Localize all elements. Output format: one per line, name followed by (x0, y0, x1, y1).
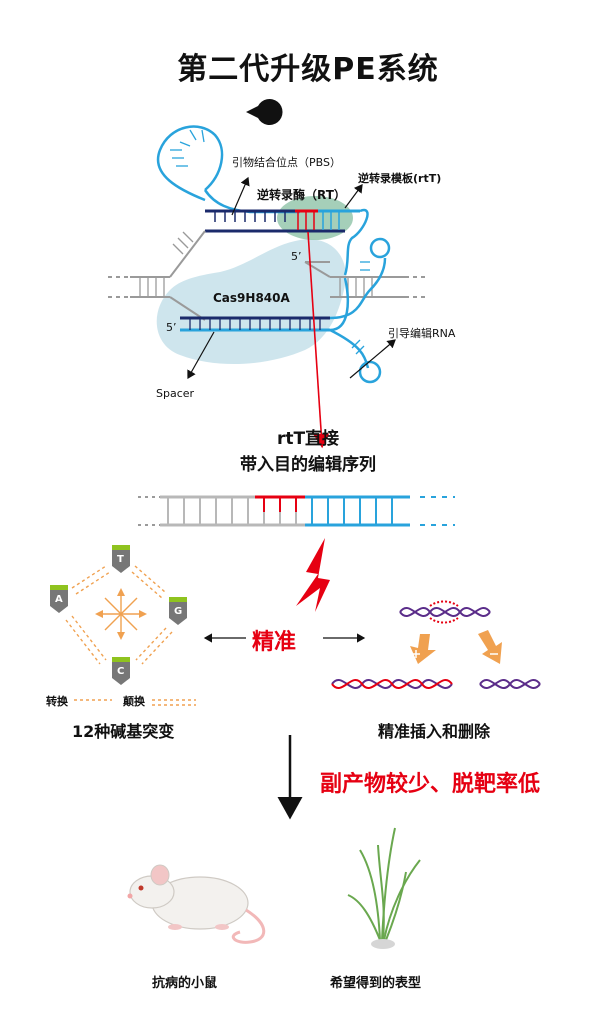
mouse-caption: 抗病的小鼠 (152, 976, 218, 991)
pbs-label: 引物结合位点（PBS） (232, 156, 341, 169)
dna-helix-top (399, 600, 491, 624)
pacman-icon (246, 99, 283, 126)
rtt-label: 逆转录模板(rtT) (358, 172, 442, 185)
rt-label: 逆转录酶（RT） (257, 188, 346, 202)
cas9-protein (156, 239, 346, 365)
base-g: G (174, 606, 183, 617)
dna-helix-insert (331, 678, 453, 690)
indel-caption: 精准插入和删除 (378, 722, 491, 741)
precise-label: 精准 (252, 630, 297, 655)
red-arrow-icon (296, 538, 330, 612)
pbs-loop (156, 125, 224, 202)
base-mutation-caption: 12种碱基突变 (72, 722, 175, 741)
plant-caption: 希望得到的表型 (330, 976, 422, 991)
mouse-illustration (127, 864, 266, 944)
rtt-caption: rtT直接 带入目的编辑序列 (158, 426, 458, 478)
five-prime-upper: 5’ (291, 250, 302, 263)
plant-illustration (347, 827, 421, 941)
rtt-caption-line2: 带入目的编辑序列 (240, 455, 376, 475)
outcome-text: 副产物较少、脱靶率低 (320, 772, 541, 797)
base-t: T (117, 554, 124, 565)
base-a: A (55, 594, 63, 605)
pegrna-scaffold (329, 257, 387, 332)
transversion-label: 颠换 (123, 695, 145, 708)
dna-helix-delete (479, 678, 541, 690)
rtt-caption-line1: rtT直接 (276, 429, 340, 449)
rt-enzyme (277, 196, 353, 240)
edited-dna (138, 495, 455, 527)
page-title: 第二代升级PE系统 (177, 52, 439, 87)
five-prime-lower: 5’ (166, 321, 177, 334)
base-tiles (50, 545, 187, 685)
transition-label: 转换 (46, 695, 68, 708)
spacer-label: Spacer (156, 387, 195, 400)
base-c: C (117, 666, 125, 677)
cas9-label: Cas9H840A (213, 291, 290, 305)
pegrna-label: 引导编辑RNA (388, 327, 456, 340)
